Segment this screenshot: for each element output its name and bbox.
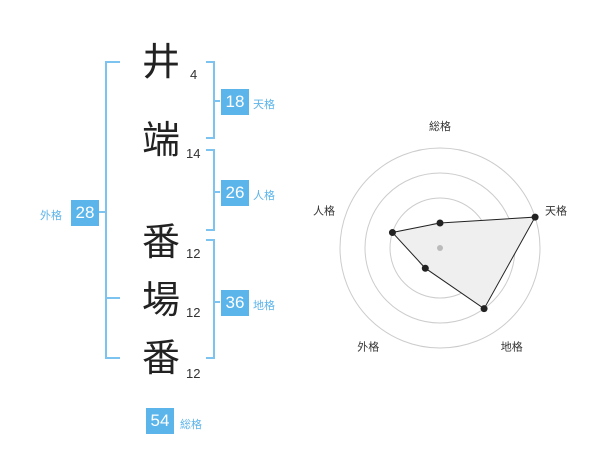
char-4-strokes: 12 (186, 305, 201, 320)
radar-point-2 (480, 305, 488, 313)
radar-axis-label-2: 地格 (501, 340, 523, 354)
gaikaku-value: 28 (71, 200, 99, 226)
radar-point-1 (531, 213, 539, 221)
char-5: 番 (142, 336, 181, 380)
radar-center (437, 245, 443, 251)
radar-axis-label-4: 人格 (313, 203, 335, 217)
radar-ring-4 (339, 147, 541, 349)
radar-point-4 (388, 229, 396, 237)
jinkaku-bracket (206, 149, 215, 231)
radar-area (391, 216, 536, 310)
radar-axis-label-3: 外格 (357, 340, 379, 354)
chikaku-value: 36 (221, 290, 249, 316)
soukaku-value: 54 (146, 408, 174, 434)
soukaku-label: 総格 (180, 418, 202, 431)
tenkaku-label: 天格 (253, 98, 275, 111)
char-1: 井 (142, 40, 181, 84)
tenkaku-value: 18 (221, 89, 249, 115)
gaikaku-label: 外格 (40, 209, 62, 222)
jinkaku-label: 人格 (253, 189, 275, 202)
char-5-strokes: 12 (186, 366, 201, 381)
chikaku-label: 地格 (253, 299, 275, 312)
chikaku-bracket (206, 239, 215, 359)
char-2-strokes: 14 (186, 146, 201, 161)
char-3-strokes: 12 (186, 246, 201, 261)
radar-point-0 (436, 219, 444, 227)
char-4: 場 (142, 278, 181, 322)
radar-axis-label-1: 天格 (545, 203, 567, 217)
char-3: 番 (142, 220, 181, 264)
char-2: 端 (142, 118, 181, 162)
radar-point-3 (421, 264, 429, 272)
radar-points (388, 213, 539, 313)
gaikaku-bracket (105, 61, 120, 359)
radar-axis-label-0: 総格 (429, 119, 451, 133)
char-1-strokes: 4 (190, 67, 198, 82)
jinkaku-value: 26 (221, 180, 249, 206)
